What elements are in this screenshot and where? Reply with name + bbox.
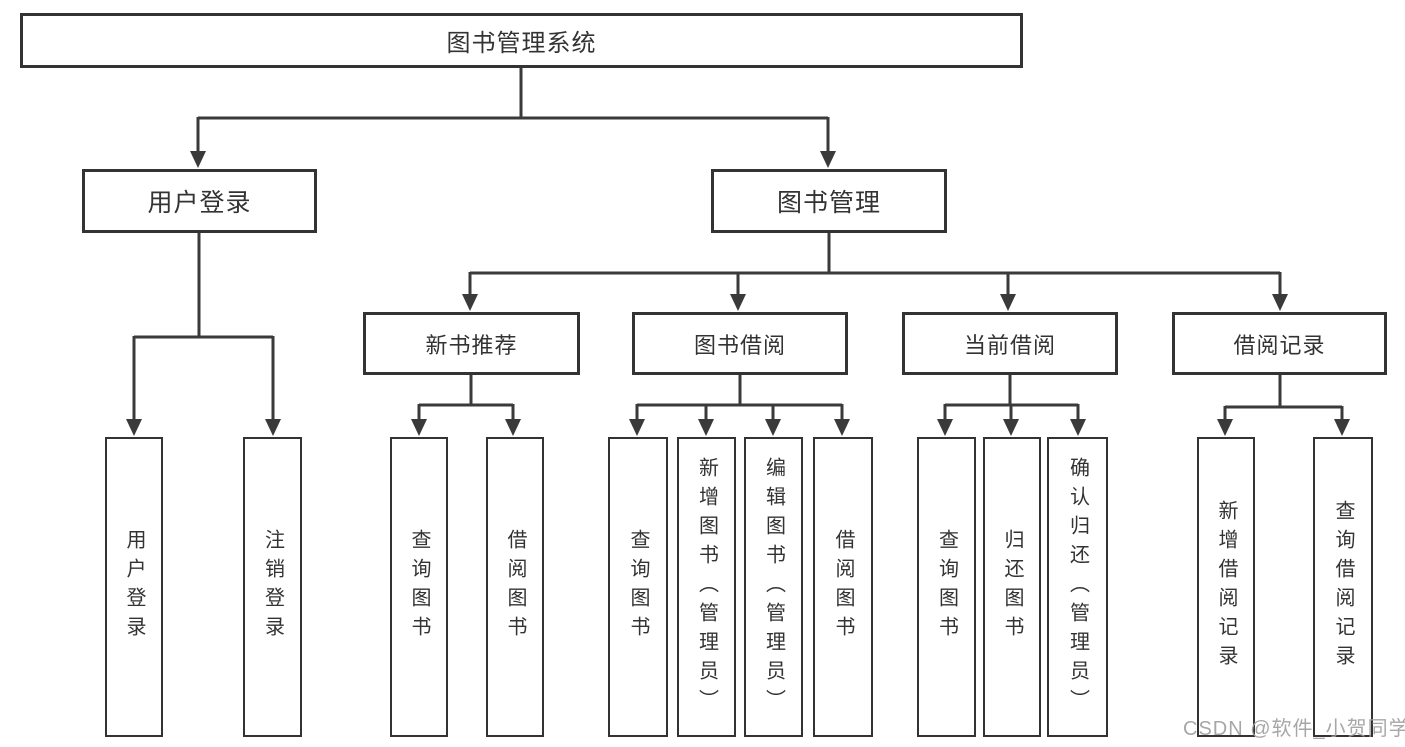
node-label: 查询图书: [627, 529, 649, 645]
connector-path: [132, 68, 1344, 420]
arrow-down-icon: [698, 419, 714, 436]
arrow-down-icon: [1217, 419, 1233, 436]
arrow-down-icon: [1003, 419, 1019, 436]
node-logout: 注销登录: [243, 437, 302, 737]
arrow-down-icon: [265, 419, 281, 436]
arrow-down-icon: [1334, 419, 1350, 436]
node-borrow-query-books: 查询图书: [608, 437, 668, 737]
arrowheads: [126, 151, 1350, 436]
node-recommend-borrow-books: 借阅图书: [486, 437, 544, 737]
node-user-login: 用户登录: [82, 169, 317, 233]
node-label: 借阅图书: [832, 529, 854, 645]
node-book-management: 图书管理: [711, 169, 947, 233]
node-recommend-query-books: 查询图书: [390, 437, 448, 737]
arrow-down-icon: [629, 419, 645, 436]
node-root: 图书管理系统: [20, 13, 1023, 68]
node-user-login-leaf: 用户登录: [105, 437, 163, 737]
node-label: 查询图书: [408, 529, 430, 645]
node-current-confirm-return-admin: 确认归还（管理员）: [1047, 437, 1108, 737]
arrow-down-icon: [834, 419, 850, 436]
arrow-down-icon: [190, 151, 206, 168]
watermark: CSDN @软件_小贺同学: [1183, 718, 1405, 740]
node-label: 用户登录: [123, 529, 145, 645]
node-current-borrowing: 当前借阅: [902, 312, 1118, 375]
node-borrow-borrow-books: 借阅图书: [813, 437, 873, 737]
arrow-down-icon: [730, 294, 746, 311]
arrow-down-icon: [937, 419, 953, 436]
node-new-book-recommendation: 新书推荐: [363, 312, 580, 375]
arrow-down-icon: [765, 419, 781, 436]
arrow-down-icon: [505, 419, 521, 436]
node-current-return-books: 归还图书: [983, 437, 1041, 737]
node-book-borrowing: 图书借阅: [632, 312, 848, 375]
node-borrow-add-books-admin: 新增图书（管理员）: [677, 437, 736, 737]
arrow-down-icon: [126, 419, 142, 436]
node-current-query-books: 查询图书: [917, 437, 976, 737]
arrow-down-icon: [1272, 294, 1288, 311]
arrow-down-icon: [411, 419, 427, 436]
node-label: 新增图书（管理员）: [695, 456, 718, 718]
node-label: 查询图书: [935, 529, 958, 645]
node-label: 新增借阅记录: [1215, 500, 1237, 674]
arrow-down-icon: [820, 151, 836, 168]
arrow-down-icon: [1000, 294, 1016, 311]
node-records-add-record: 新增借阅记录: [1197, 437, 1255, 737]
arrow-down-icon: [462, 294, 478, 311]
node-label: 归还图书: [1001, 529, 1023, 645]
node-label: 查询借阅记录: [1332, 500, 1354, 674]
node-borrow-edit-books-admin: 编辑图书（管理员）: [744, 437, 803, 737]
node-label: 借阅图书: [504, 529, 526, 645]
arrow-down-icon: [1070, 419, 1086, 436]
node-label: 确认归还（管理员）: [1066, 456, 1089, 718]
node-label: 编辑图书（管理员）: [762, 456, 785, 718]
node-label: 注销登录: [261, 529, 284, 645]
node-borrowing-records: 借阅记录: [1172, 312, 1387, 375]
node-records-query-record: 查询借阅记录: [1313, 437, 1373, 737]
